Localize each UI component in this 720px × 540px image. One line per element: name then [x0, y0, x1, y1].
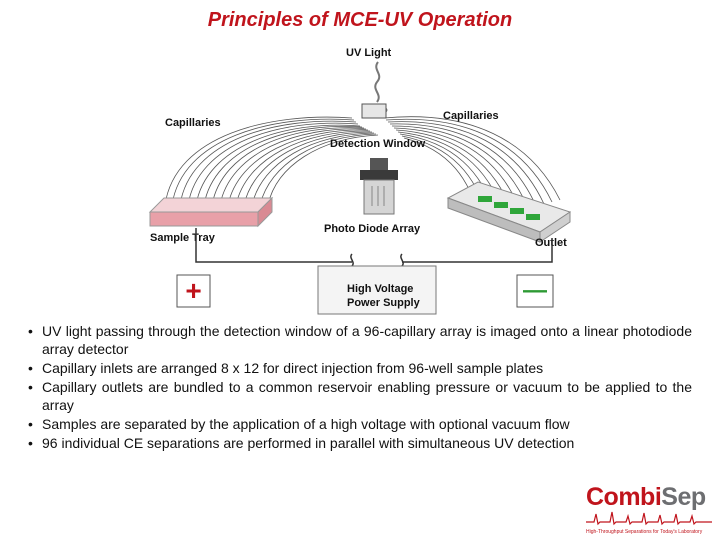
logo-wordmark: CombiSep — [586, 484, 706, 510]
photo-diode-array-label: Photo Diode Array — [324, 223, 421, 235]
sample-tray-icon — [148, 196, 274, 228]
mce-uv-diagram: UV Light Capillaries Capillaries Detecti… — [148, 47, 572, 315]
logo-tagline: High-Throughput Separations for Today's … — [586, 529, 703, 535]
uv-light-label: UV Light — [346, 47, 392, 59]
slide-title: Principles of MCE-UV Operation — [207, 9, 513, 31]
power-supply-box — [317, 265, 437, 315]
power-supply-line1: High Voltage — [347, 283, 413, 295]
logo-trace-icon — [586, 511, 712, 526]
sample-tray-label: Sample Tray — [150, 232, 216, 244]
negative-terminal-box — [516, 274, 554, 308]
plus-sign: + — [185, 275, 201, 306]
bullet-item: UV light passing through the detection w… — [28, 322, 692, 358]
photo-diode-array-icon — [360, 158, 398, 215]
outlet-label: Outlet — [535, 237, 567, 249]
bullet-item: Capillary outlets are bundled to a commo… — [28, 378, 692, 414]
capillaries-left-label: Capillaries — [165, 117, 221, 129]
detection-window-icon — [361, 103, 387, 119]
outlet-reservoir-icon — [446, 181, 572, 243]
uv-light-beam — [374, 61, 381, 103]
detection-window-label: Detection Window — [330, 138, 426, 150]
power-supply-line2: Power Supply — [347, 297, 421, 309]
bullet-item: 96 individual CE separations are perform… — [28, 434, 692, 452]
bullet-list: UV light passing through the detection w… — [28, 322, 692, 453]
capillaries-right-label: Capillaries — [443, 110, 499, 122]
logo-part1: Combi — [586, 483, 662, 511]
positive-terminal-box — [176, 274, 211, 308]
circuit-wires — [195, 228, 553, 267]
bullet-item: Samples are separated by the application… — [28, 415, 692, 433]
minus-sign: — — [523, 277, 547, 304]
combisep-logo: CombiSep High-Throughput Separations for… — [586, 484, 712, 536]
bullet-item: Capillary inlets are arranged 8 x 12 for… — [28, 359, 692, 377]
logo-part2: Sep — [661, 483, 706, 511]
